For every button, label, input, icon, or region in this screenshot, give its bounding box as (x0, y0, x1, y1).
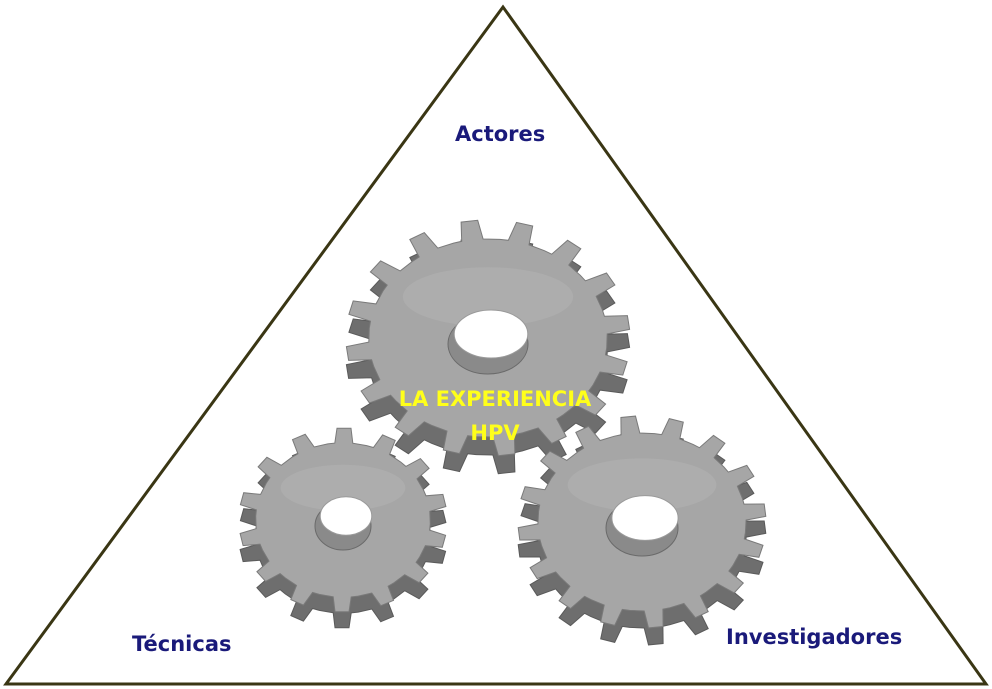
gear-left-hub-hole (320, 497, 372, 535)
gear-top-hub-hole (454, 310, 528, 358)
gear-right-hub-hole (612, 496, 678, 541)
center-title-line2: HPV (360, 416, 630, 450)
center-title: LA EXPERIENCIA HPV (360, 382, 630, 450)
label-investigadores: Investigadores (726, 625, 902, 649)
label-actores: Actores (455, 122, 545, 146)
label-tecnicas: Técnicas (132, 632, 232, 656)
center-title-line1: LA EXPERIENCIA (360, 382, 630, 416)
